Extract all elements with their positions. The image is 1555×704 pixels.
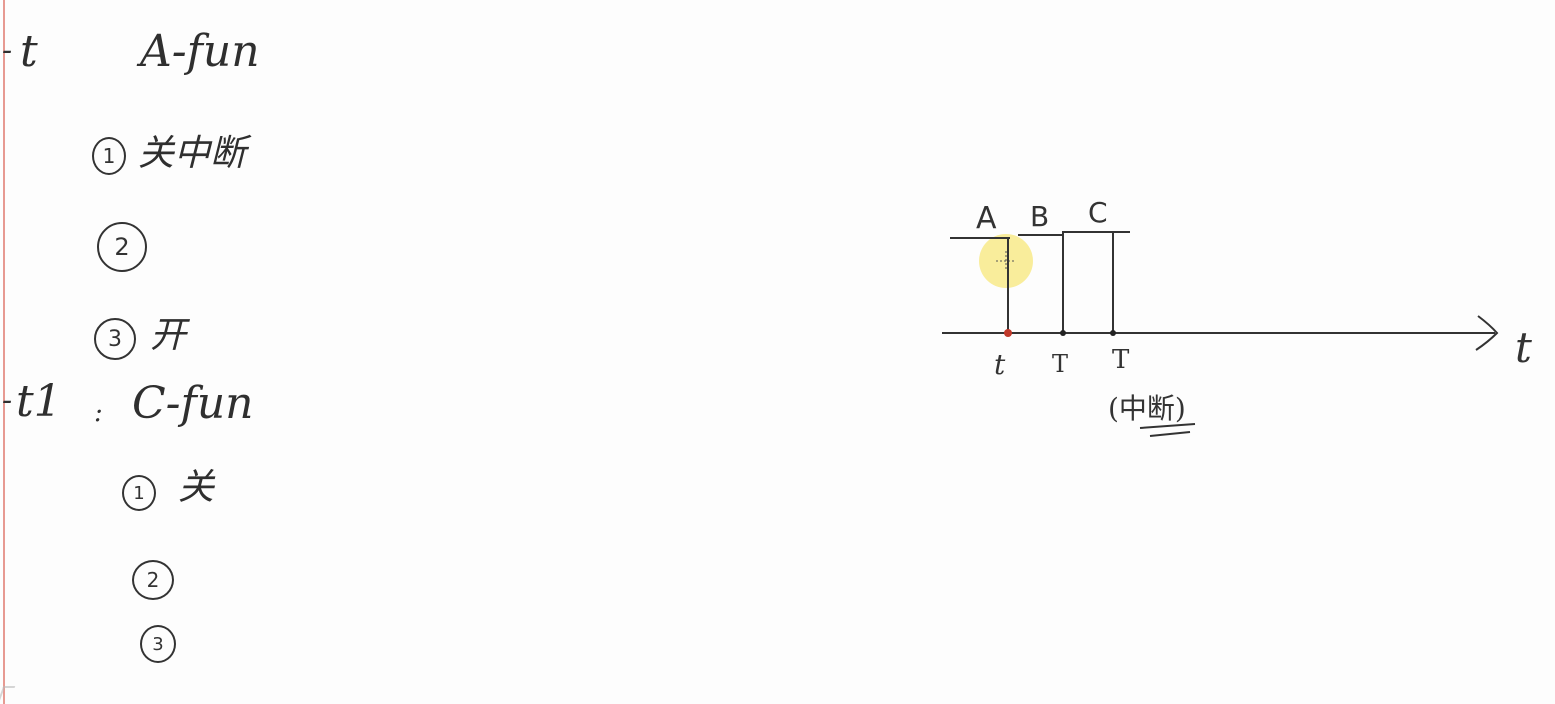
segment-label-c: C [1088,196,1108,229]
segment-label-b: B [1030,200,1049,233]
block2-step1-number: 1 [122,475,156,511]
block1-function-label: A-fun [140,26,260,77]
annotation-underline-2 [1149,431,1191,437]
block1-step1-text: 关中断 [138,133,247,174]
block1-dash: - [2,33,13,68]
block2-step2-number: 2 [132,560,174,600]
tick-label-2: T [1052,350,1068,378]
margin-line [3,0,5,704]
block2-time-label: t1 [16,376,62,427]
axis-arrow-icon [1475,315,1499,351]
tick-marker-2 [1060,330,1066,336]
tick-label-3: T [1112,345,1130,375]
block2-colon: : [94,398,103,428]
block2-dash: - [2,383,13,418]
block2-function-label: C-fun [132,378,254,429]
tick-marker-3 [1110,330,1116,336]
annotation-underline-1 [1139,423,1196,429]
block1-step2-number: 2 [97,222,147,272]
axis-label: t [1515,323,1532,372]
block1-step3-number: 3 [94,318,136,360]
segment-label-a: A [976,201,997,236]
block2-step3-number: 3 [140,625,176,663]
tick-marker-1 [1004,329,1012,337]
block1-step3-text: 开 [150,315,187,356]
tick-label-1: t [994,348,1006,381]
block2-step1-text: 关 [178,467,215,508]
block1-step1-number: 1 [92,137,126,175]
block1-time-label: t [20,26,38,77]
interrupt-annotation: (中断) [1108,392,1186,425]
cursor-crosshair-icon [996,251,1016,271]
